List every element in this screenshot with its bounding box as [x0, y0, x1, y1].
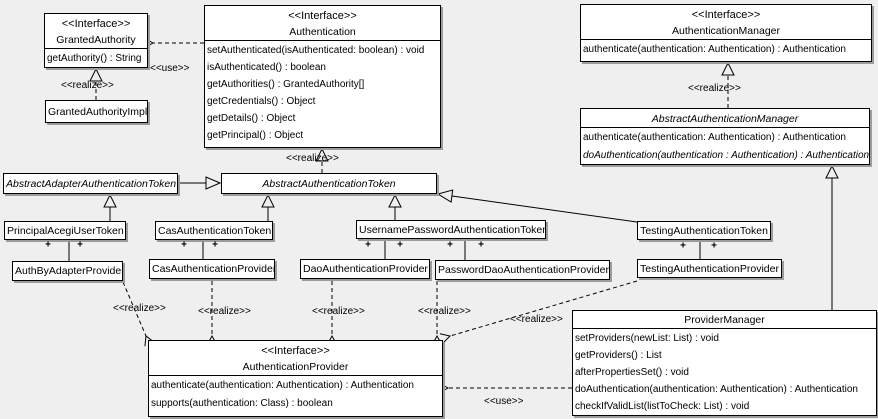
method-abstract: doAuthentication(authentication : Authen… — [583, 150, 870, 161]
class-abstract-adapter-authentication-token[interactable]: AbstractAdapterAuthenticationToken — [3, 173, 178, 194]
method: setAuthenticated(isAuthenticated: boolea… — [207, 45, 425, 56]
class-dao-authentication-provider[interactable]: DaoAuthenticationProvider — [300, 259, 430, 279]
stereotype-label: <<Interface>> — [61, 18, 131, 30]
gen-edge-testingtoken — [451, 195, 638, 223]
class-authentication-manager[interactable]: <<Interface>> AuthenticationManager auth… — [580, 4, 872, 62]
association-end-plus: + — [45, 239, 51, 251]
gen-arrowhead — [388, 193, 402, 208]
class-auth-by-adapter-provider[interactable]: AuthByAdapterProvider — [12, 261, 123, 281]
class-name: GrantedAuthorityImpl — [48, 105, 148, 118]
method: getAuthorities() : GrantedAuthority[] — [207, 79, 365, 90]
realize-label: <<realize>> — [510, 314, 563, 325]
class-provider-manager[interactable]: ProviderManager setProviders(newList: Li… — [572, 310, 877, 416]
class-name: UsernamePasswordAuthenticationToken — [359, 223, 546, 236]
class-name: AbstractAuthenticationToken — [262, 177, 396, 190]
realize-label: <<realize>> — [688, 83, 741, 94]
method: supports(authentication: Class) : boolea… — [151, 398, 333, 409]
class-abstract-authentication-token[interactable]: AbstractAuthenticationToken — [221, 173, 437, 194]
class-name: TestingAuthenticationToken — [640, 224, 768, 237]
class-name: AuthenticationManager — [672, 25, 780, 37]
method: setProviders(newList: List) : void — [575, 333, 719, 344]
stereotype-label: <<Interface>> — [288, 10, 357, 22]
class-authentication-provider[interactable]: <<Interface>> AuthenticationProvider aut… — [148, 340, 443, 417]
realize-label: <<realize>> — [198, 306, 251, 317]
class-name: Authentication — [289, 26, 356, 38]
class-name: AuthByAdapterProvider — [15, 265, 123, 277]
class-principal-acegi-user-token[interactable]: PrincipalAcegiUserToken — [4, 221, 126, 240]
class-granted-authority-impl[interactable]: GrantedAuthorityImpl — [45, 100, 148, 123]
class-abstract-authentication-manager[interactable]: AbstractAuthenticationManager authentica… — [580, 108, 870, 165]
class-name: GrantedAuthority — [56, 34, 136, 46]
association-end-plus: + — [397, 239, 403, 251]
use-label: <<use>> — [150, 63, 190, 74]
gen-arrowhead — [103, 193, 117, 208]
realize-label: <<realize>> — [312, 306, 365, 317]
class-testing-authentication-provider[interactable]: TestingAuthenticationProvider — [637, 259, 782, 278]
gen-arrowhead — [436, 189, 454, 203]
gen-arrowhead — [825, 164, 839, 179]
realize-label: <<realize>> — [61, 80, 114, 91]
class-username-password-authentication-token[interactable]: UsernamePasswordAuthenticationToken — [356, 220, 546, 239]
class-name: CasAuthenticationProvider — [152, 263, 275, 275]
association-end-plus: + — [711, 240, 717, 252]
class-name: DaoAuthenticationProvider — [303, 263, 428, 275]
class-authentication[interactable]: <<Interface>> Authentication setAuthenti… — [204, 5, 441, 148]
gen-arrowhead — [261, 193, 275, 208]
stereotype-label: <<Interface>> — [261, 345, 330, 357]
association-end-plus: + — [680, 240, 686, 252]
method: checkIfValidList(listToCheck: List) : vo… — [575, 401, 750, 412]
class-name: CasAuthenticationToken — [158, 224, 272, 237]
association-end-plus: + — [77, 239, 83, 251]
method: getCredentials() : Object — [207, 96, 316, 107]
class-name: PrincipalAcegiUserToken — [7, 224, 124, 237]
association-end-plus: + — [181, 239, 187, 251]
method: isAuthenticated() : boolean — [207, 62, 326, 73]
method: doAuthentication(authentication: Authent… — [575, 384, 858, 395]
class-password-dao-authentication-provider[interactable]: PasswordDaoAuthenticationProvider — [435, 260, 610, 280]
method: authenticate(authentication: Authenticat… — [583, 44, 846, 55]
association-end-plus: + — [478, 239, 484, 251]
association-end-plus: + — [212, 239, 218, 251]
method: getAuthority() : String — [47, 53, 142, 64]
method: afterPropertiesSet() : void — [575, 367, 689, 378]
class-testing-authentication-token[interactable]: TestingAuthenticationToken — [637, 221, 771, 240]
association-end-plus: + — [365, 239, 371, 251]
class-name: AuthenticationProvider — [242, 361, 349, 373]
method: getProviders() : List — [575, 350, 662, 361]
method: getDetails() : Object — [207, 113, 296, 124]
stereotype-label: <<Interface>> — [691, 9, 761, 21]
association-end-plus: + — [447, 239, 453, 251]
class-name: ProviderManager — [684, 314, 765, 326]
use-label: <<use>> — [484, 396, 524, 407]
realize-label: <<realize>> — [286, 153, 339, 164]
class-name: AbstractAuthenticationManager — [651, 113, 799, 125]
realize-label: <<realize>> — [113, 303, 166, 314]
realize-label: <<realize>> — [418, 306, 471, 317]
class-cas-authentication-provider[interactable]: CasAuthenticationProvider — [149, 259, 275, 279]
class-name: TestingAuthenticationProvider — [640, 262, 779, 275]
class-name: PasswordDaoAuthenticationProvider — [438, 264, 610, 276]
class-cas-authentication-token[interactable]: CasAuthenticationToken — [155, 221, 273, 240]
method: authenticate(authentication: Authenticat… — [151, 380, 414, 391]
method: getPrincipal() : Object — [207, 130, 304, 141]
class-name: AbstractAdapterAuthenticationToken — [6, 177, 177, 190]
class-granted-authority[interactable]: <<Interface>> GrantedAuthority getAuthor… — [44, 13, 148, 68]
method: authenticate(authentication: Authenticat… — [583, 132, 846, 143]
realize-arrowhead — [721, 61, 735, 76]
gen-arrowhead — [205, 176, 222, 190]
